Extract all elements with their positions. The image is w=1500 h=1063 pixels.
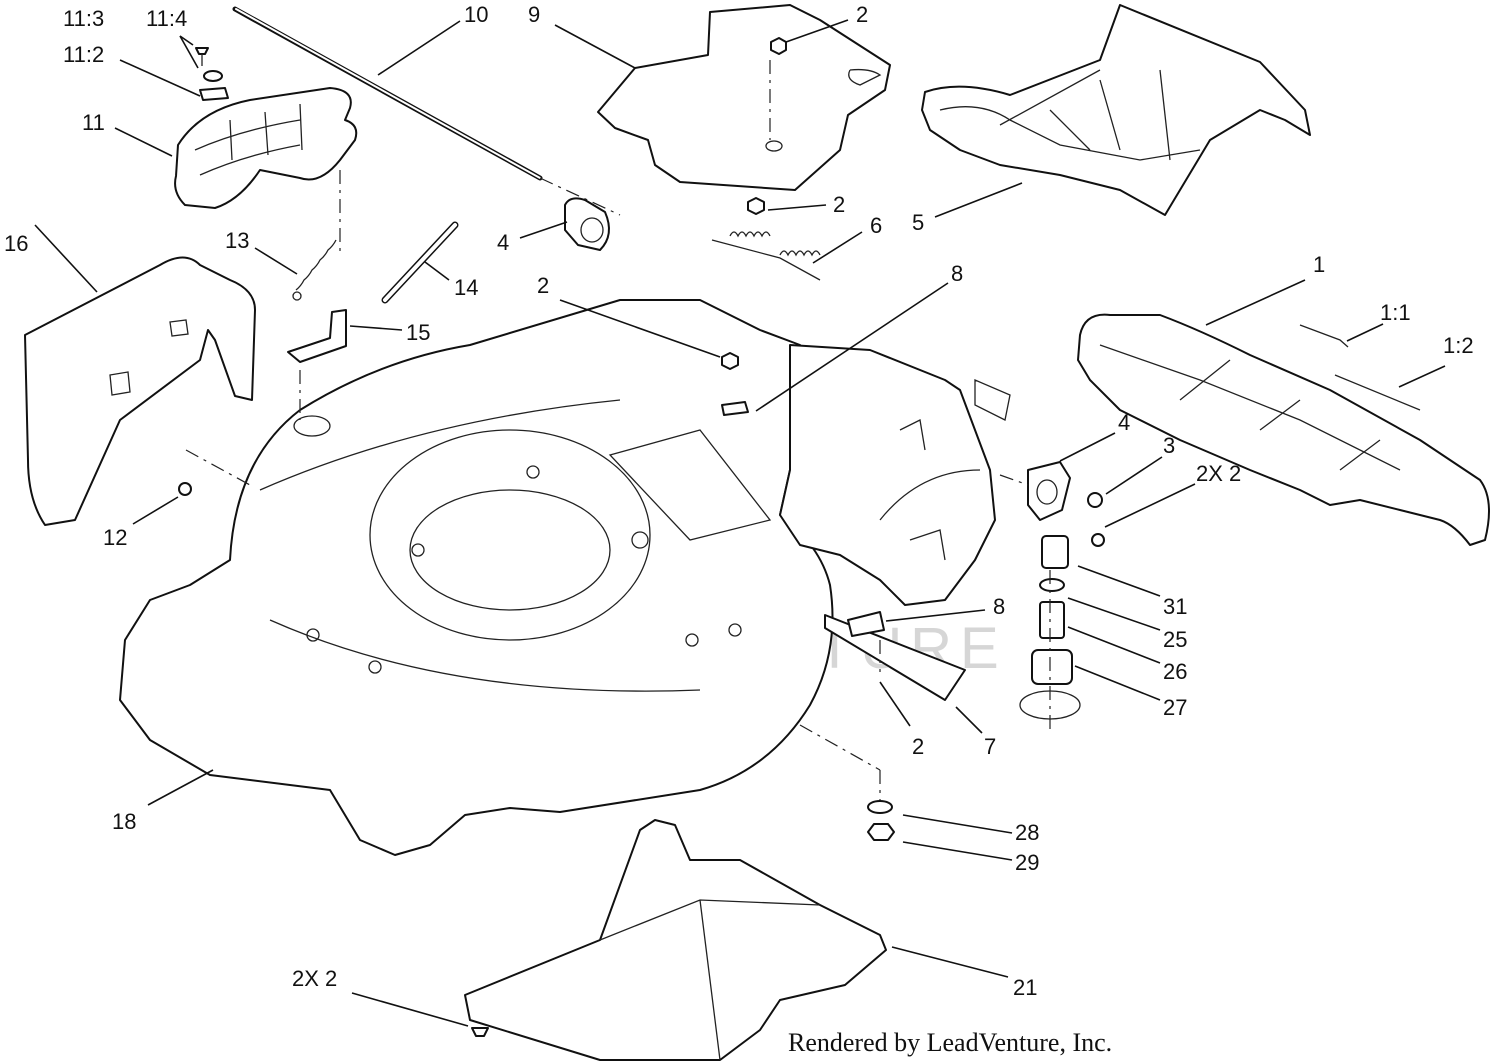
callout-5: 5 bbox=[912, 210, 924, 235]
part-4-bearing-plate-right bbox=[1027, 461, 1071, 521]
part-2-right-screw bbox=[1091, 533, 1105, 547]
part-4-bearing-plate-left bbox=[564, 197, 610, 251]
callout-16: 16 bbox=[4, 231, 28, 256]
part-11-2-bracket bbox=[199, 87, 229, 101]
part-11-3-clip bbox=[203, 70, 223, 82]
part-2-screw-spring bbox=[747, 197, 765, 215]
callout-11: 11 bbox=[82, 110, 105, 135]
callout-1-1: 1:1 bbox=[1380, 300, 1411, 325]
callout-2-bottom: 2 bbox=[912, 734, 924, 759]
callout-2-top: 2 bbox=[856, 2, 868, 27]
callout-8-bottom: 8 bbox=[993, 594, 1005, 619]
callout-15: 15 bbox=[406, 320, 430, 345]
callout-2-deck: 2 bbox=[537, 273, 549, 298]
callout-1-2: 1:2 bbox=[1443, 333, 1474, 358]
part-1-cover bbox=[1077, 313, 1490, 546]
part-11-handle-cover bbox=[174, 87, 358, 209]
assembly-lines bbox=[185, 60, 1051, 800]
callout-labels: 11:3 11:4 11:2 11 10 9 2 2 6 5 4 16 13 1… bbox=[4, 2, 1474, 1000]
callout-11-2: 11:2 bbox=[63, 42, 104, 67]
callout-12: 12 bbox=[103, 525, 127, 550]
callout-1: 1 bbox=[1313, 252, 1325, 277]
part-7-skid bbox=[824, 614, 966, 701]
callout-29: 29 bbox=[1015, 850, 1039, 875]
callout-14: 14 bbox=[454, 275, 478, 300]
part-1-2-decal bbox=[1334, 374, 1421, 411]
part-21-deflector bbox=[464, 819, 887, 1061]
callout-9: 9 bbox=[528, 2, 540, 27]
callout-18: 18 bbox=[112, 809, 136, 834]
callout-11-4: 11:4 bbox=[146, 6, 187, 31]
callout-28: 28 bbox=[1015, 820, 1039, 845]
callout-7: 7 bbox=[984, 734, 996, 759]
part-28-washer bbox=[867, 800, 893, 814]
part-16-rear-flap bbox=[24, 256, 256, 526]
part-1-1-decal bbox=[1299, 324, 1349, 348]
callout-26: 26 bbox=[1163, 659, 1187, 684]
callout-10: 10 bbox=[464, 2, 488, 27]
part-13-spring bbox=[292, 239, 337, 301]
part-14-rod bbox=[381, 221, 459, 304]
callout-4-left: 4 bbox=[497, 230, 509, 255]
callout-4-right: 4 bbox=[1118, 410, 1130, 435]
part-8-bottom-bracket bbox=[847, 611, 885, 637]
part-18-deck bbox=[119, 299, 834, 856]
part-31-fitting bbox=[1041, 535, 1069, 569]
callout-6: 6 bbox=[870, 213, 882, 238]
callout-27: 27 bbox=[1163, 695, 1187, 720]
part-26-spring-plug bbox=[1039, 601, 1065, 639]
callout-31: 31 bbox=[1163, 594, 1187, 619]
part-10-rod bbox=[232, 6, 543, 181]
part-12-screw bbox=[178, 482, 192, 496]
part-3-nut bbox=[1087, 492, 1103, 508]
callout-21: 21 bbox=[1013, 975, 1037, 1000]
part-15-bracket bbox=[287, 309, 347, 363]
part-9-top-plate bbox=[597, 4, 891, 191]
callout-13: 13 bbox=[225, 228, 249, 253]
part-29-nut bbox=[867, 823, 895, 841]
callout-3: 3 bbox=[1163, 433, 1175, 458]
part-2x2-bottom-screw bbox=[471, 1027, 489, 1037]
part-rear-housing bbox=[779, 344, 1011, 606]
part-6-spring bbox=[711, 231, 821, 281]
callout-2x2-right: 2X 2 bbox=[1196, 461, 1241, 486]
part-2-screw-deck bbox=[721, 352, 739, 370]
callout-2x2-bottom: 2X 2 bbox=[292, 966, 337, 991]
callout-25: 25 bbox=[1163, 627, 1187, 652]
part-5-chute bbox=[921, 4, 1311, 216]
callout-11-3: 11:3 bbox=[63, 6, 104, 31]
callout-2-spring: 2 bbox=[833, 192, 845, 217]
part-25-washer bbox=[1039, 578, 1065, 592]
callout-8-top: 8 bbox=[951, 261, 963, 286]
credit-text: Rendered by LeadVenture, Inc. bbox=[788, 1028, 1112, 1057]
part-11-4-screw bbox=[195, 47, 209, 66]
part-8-top-bracket bbox=[721, 401, 749, 416]
part-2-screw-top bbox=[770, 37, 787, 55]
leader-lines bbox=[34, 19, 1446, 1027]
